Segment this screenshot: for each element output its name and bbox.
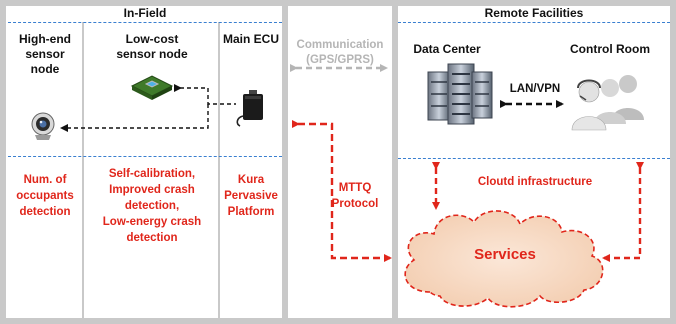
section-title-remote: Remote Facilities xyxy=(484,6,584,20)
separator-col1 xyxy=(82,22,84,318)
high-end-function-line: Num. of xyxy=(23,174,67,186)
ecu-to-webcam-link xyxy=(60,104,209,132)
sensor-board-icon xyxy=(130,75,174,100)
ecu-device-icon xyxy=(236,90,263,127)
high-end-function-line: occupants xyxy=(16,190,74,202)
column-title-low-cost: Low-cost sensor node xyxy=(116,32,188,61)
row-divider-remote xyxy=(398,158,670,159)
sensor-to-ecu-link xyxy=(174,84,236,105)
main-ecu-function: Kura Pervasive Platform xyxy=(222,172,280,220)
mttq-link xyxy=(292,120,392,262)
column-title-data-center: Data Center xyxy=(413,42,481,56)
low-cost-function-line: Low-energy crash xyxy=(102,216,202,228)
main-ecu-function-line: Pervasive xyxy=(224,190,278,202)
low-cost-function-line: Self-calibration, xyxy=(108,168,196,180)
section-title-in-field: In-Field xyxy=(123,6,167,20)
low-cost-function-line: Improved crash xyxy=(109,184,195,196)
cloud-infrastructure-label: Cloutd infrastructure xyxy=(477,176,593,188)
separator-col2 xyxy=(218,22,220,318)
services-label: Services xyxy=(474,246,536,263)
cloud-shape xyxy=(404,210,604,308)
communication-line1: Communication xyxy=(296,39,384,51)
separator-comm-remote xyxy=(392,6,398,318)
column-title-control-room: Control Room xyxy=(570,42,650,56)
title-divider-remote xyxy=(398,22,670,23)
server-rack-icon xyxy=(427,63,493,125)
main-ecu-function-line: Kura xyxy=(237,174,265,186)
webcam-icon xyxy=(31,112,55,140)
controlroom-cloud-link xyxy=(602,162,644,262)
column-title-high-end: High-end sensor node xyxy=(19,32,71,76)
column-title-main-ecu: Main ECU xyxy=(222,32,279,46)
communication-label: Communication (GPS/GPRS) xyxy=(288,38,392,68)
low-cost-function-line: detection, xyxy=(124,200,180,212)
high-end-function-line: detection xyxy=(19,206,71,218)
separator-infield-comm xyxy=(282,6,288,318)
operators-icon xyxy=(571,75,644,131)
main-ecu-function-line: Platform xyxy=(227,206,275,218)
communication-line2: (GPS/GPRS) xyxy=(306,54,374,66)
high-end-function: Num. of occupants detection xyxy=(10,172,80,220)
lan-vpn-label: LAN/VPN xyxy=(509,83,561,95)
title-divider-infield xyxy=(8,22,282,23)
row-divider-infield xyxy=(8,156,282,157)
low-cost-function: Self-calibration, Improved crash detecti… xyxy=(88,166,216,246)
low-cost-function-line: detection xyxy=(126,232,178,244)
